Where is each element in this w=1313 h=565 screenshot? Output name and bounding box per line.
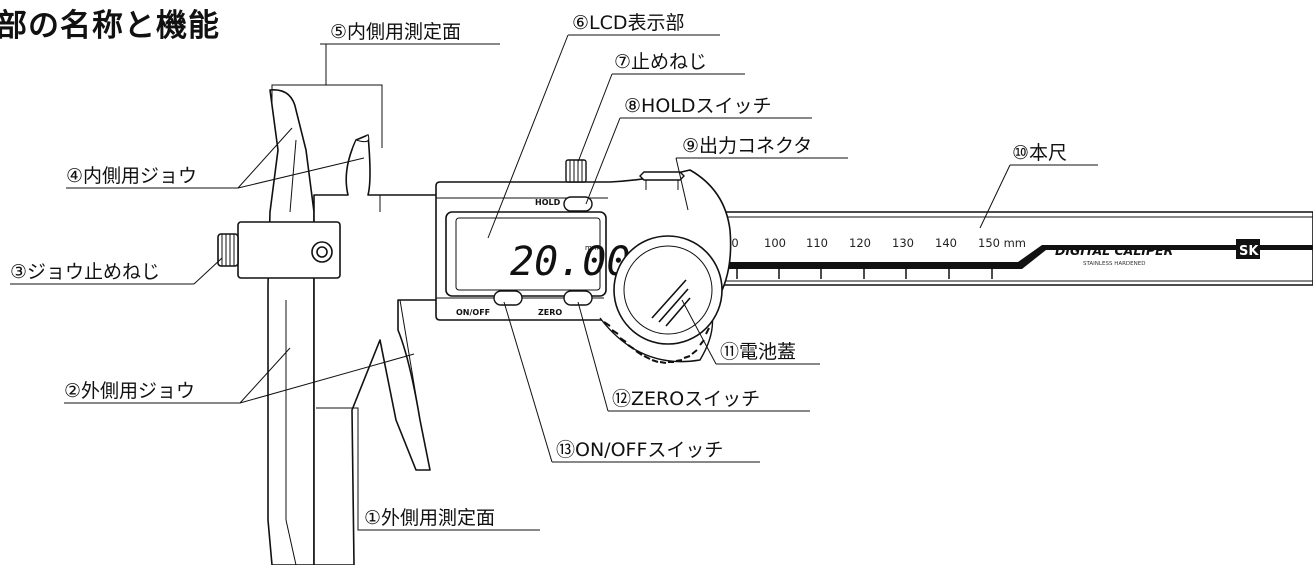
lcd-readout: 20.00 bbox=[510, 239, 630, 285]
scale-tick-label: 140 bbox=[935, 236, 957, 250]
label-hold-switch: ⑧HOLDスイッチ bbox=[624, 95, 772, 117]
onoff-button[interactable]: ON/OFF bbox=[456, 290, 523, 317]
zero-button[interactable]: ZERO bbox=[538, 290, 593, 317]
scale-tick-label: 110 bbox=[806, 236, 828, 250]
scale-tick-label: 100 bbox=[764, 236, 786, 250]
label-outer-measuring-face: ①外側用測定面 bbox=[364, 507, 495, 529]
hold-button[interactable]: HOLD bbox=[535, 196, 593, 212]
lcd-display: 20.00 mm bbox=[445, 211, 630, 297]
brand-text: DIGITAL CALIPER bbox=[1055, 243, 1173, 258]
svg-text:HOLD: HOLD bbox=[535, 198, 561, 207]
label-output-connector: ⑨出力コネクタ bbox=[682, 135, 812, 157]
battery-cover[interactable] bbox=[613, 235, 723, 345]
scale-tick-label: 130 bbox=[892, 236, 914, 250]
svg-text:ZERO: ZERO bbox=[538, 308, 562, 317]
page-title: 部の名称と機能 bbox=[0, 8, 220, 44]
output-connector[interactable] bbox=[639, 171, 685, 190]
scale-tick-label: 150 mm bbox=[978, 236, 1026, 250]
brand-subtext: STAINLESS HARDENED bbox=[1083, 261, 1145, 267]
lcd-unit: mm bbox=[585, 244, 599, 252]
jaw-lock-screw-block bbox=[217, 221, 341, 279]
sk-logo: SK bbox=[1236, 239, 1260, 259]
label-battery-cover: ⑪電池蓋 bbox=[720, 341, 796, 363]
scale-tick-label: 120 bbox=[849, 236, 871, 250]
svg-text:SK: SK bbox=[1239, 244, 1259, 259]
moving-jaw bbox=[313, 134, 441, 565]
fixed-jaw bbox=[267, 89, 315, 565]
lock-screw[interactable] bbox=[565, 159, 587, 183]
label-on-off-switch: ⑬ON/OFFスイッチ bbox=[556, 439, 723, 461]
label-main-scale: ⑩本尺 bbox=[1012, 142, 1067, 164]
label-lock-screw: ⑦止めねじ bbox=[614, 51, 707, 73]
label-jaw-lock-screw: ③ジョウ止めねじ bbox=[10, 261, 160, 283]
label-zero-switch: ⑫ZEROスイッチ bbox=[612, 388, 760, 410]
label-inner-measuring-face: ⑤内側用測定面 bbox=[330, 21, 461, 43]
label-outer-jaw: ②外側用ジョウ bbox=[64, 380, 195, 402]
svg-text:ON/OFF: ON/OFF bbox=[456, 308, 490, 317]
label-inner-jaw: ④内側用ジョウ bbox=[66, 165, 197, 187]
label-lcd-display: ⑥LCD表示部 bbox=[572, 12, 685, 34]
scale-band-right bbox=[728, 245, 1313, 279]
callout-lines bbox=[10, 34, 1098, 531]
